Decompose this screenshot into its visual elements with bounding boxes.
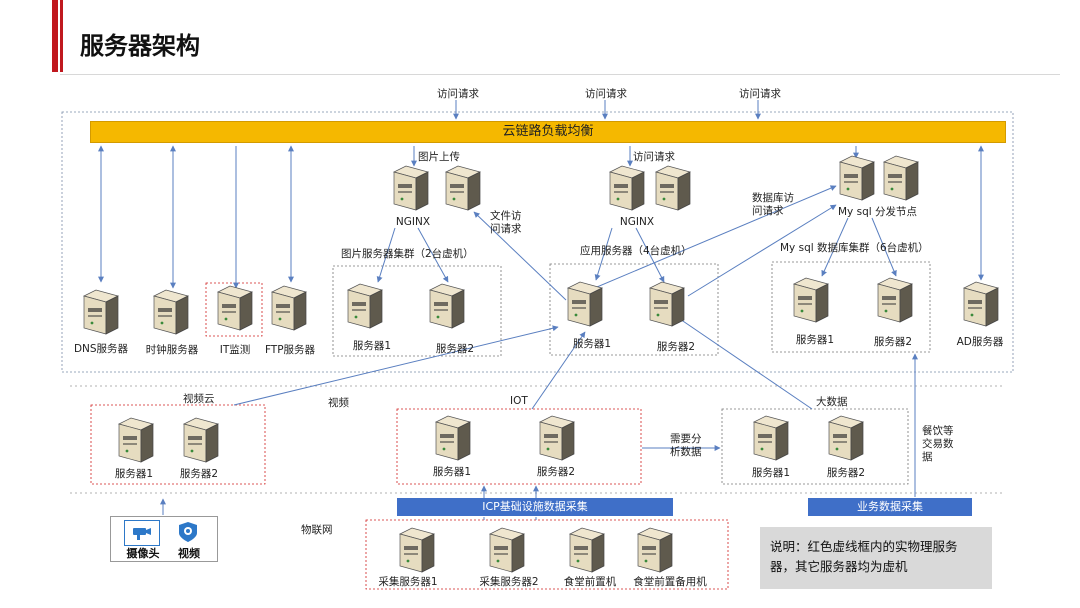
iot-label: IOT	[510, 395, 528, 407]
camera-icon	[124, 520, 160, 546]
iot-server2-label: 服务器2	[536, 466, 576, 478]
mysql-node-label: My sql 分发节点	[838, 206, 918, 218]
db-server1-label: 服务器1	[795, 334, 835, 346]
ftp-server-icon	[271, 285, 307, 331]
video-cloud-server1-label: 服务器1	[114, 468, 154, 480]
it-monitor-label: IT监测	[219, 344, 251, 356]
access-request-label-1: 访问请求	[437, 88, 479, 100]
app-server1-label: 服务器1	[572, 338, 612, 350]
dns-server-label: DNS服务器	[73, 343, 129, 355]
canteen-backup-label: 食堂前置备用机	[633, 576, 707, 588]
mysql-node-server-icon-b	[883, 155, 919, 201]
bigdata-label: 大数据	[816, 396, 848, 408]
iot-network-label: 物联网	[301, 524, 333, 536]
video-device-label: 视频	[178, 547, 200, 560]
title-accent-bar-thin	[60, 0, 63, 72]
image-server1-label: 服务器1	[352, 340, 392, 352]
camera-video-box	[110, 516, 218, 562]
canteen-server-icon	[569, 527, 605, 573]
icp-collection-bar: ICP基础设施数据采集	[397, 498, 673, 516]
collect-server2-label: 采集服务器2	[479, 576, 539, 588]
catering-data-label: 餐饮等交易数据	[922, 425, 954, 463]
load-balancer-bar: 云链路负载均衡	[90, 121, 1006, 143]
image-server2-icon	[429, 283, 465, 329]
nginx1-label: NGINX	[395, 216, 431, 228]
it-monitor-server-icon	[217, 285, 253, 331]
collect-server2-icon	[489, 527, 525, 573]
bigdata-server1-icon	[753, 415, 789, 461]
bigdata-server1-label: 服务器1	[751, 467, 791, 479]
clock-server-label: 时钟服务器	[145, 344, 199, 356]
collect-server1-label: 采集服务器1	[378, 576, 438, 588]
db-access-label: 数据库访问请求	[752, 192, 794, 217]
collect-server1-icon	[399, 527, 435, 573]
file-access-label: 文件访问请求	[490, 210, 522, 235]
video-cloud-frame	[90, 404, 266, 485]
app-cluster-frame	[549, 263, 719, 356]
note-box: 说明：红色虚线框内的实物理服务器，其它服务器均为虚机	[760, 527, 992, 589]
db-server1-icon	[793, 277, 829, 323]
page-title: 服务器架构	[80, 32, 200, 60]
nginx2-server-icon-a	[609, 165, 645, 211]
app-server1-icon	[567, 281, 603, 327]
access-request-label-3: 访问请求	[739, 88, 781, 100]
video-cloud-label: 视频云	[183, 393, 215, 405]
image-cluster-label: 图片服务器集群（2台虚机）	[341, 248, 474, 260]
business-collection-bar: 业务数据采集	[808, 498, 972, 516]
title-divider	[60, 74, 1060, 75]
app-server2-label: 服务器2	[656, 341, 696, 353]
cloud-frame	[61, 111, 1014, 373]
mysql-node-server-icon-a	[839, 155, 875, 201]
db-server2-icon	[877, 277, 913, 323]
mysql-cluster-label: My sql 数据库集群（6台虚机）	[780, 242, 929, 254]
image-server1-icon	[347, 283, 383, 329]
app-server2-icon	[649, 281, 685, 327]
video-icon	[176, 520, 200, 544]
app-cluster-label: 应用服务器（4台虚机）	[580, 245, 692, 257]
iot-frame	[396, 408, 642, 485]
canteen-server-label: 食堂前置机	[563, 576, 617, 588]
image-cluster-frame	[332, 265, 502, 357]
iot-server1-icon	[435, 415, 471, 461]
video-cloud-server2-label: 服务器2	[179, 468, 219, 480]
video-cloud-server1-icon	[118, 417, 154, 463]
nginx1-server-icon-b	[445, 165, 481, 211]
ad-server-label: AD服务器	[956, 336, 1004, 348]
nginx2-label: NGINX	[619, 216, 655, 228]
clock-server-icon	[153, 289, 189, 335]
video-cloud-server2-icon	[183, 417, 219, 463]
dns-server-icon	[83, 289, 119, 335]
ad-server-icon	[963, 281, 999, 327]
nginx1-server-icon-a	[393, 165, 429, 211]
title-accent-bar	[52, 0, 58, 72]
ftp-server-label: FTP服务器	[264, 344, 316, 356]
nginx2-server-icon-b	[655, 165, 691, 211]
bigdata-server2-label: 服务器2	[826, 467, 866, 479]
access-request-label-2: 访问请求	[585, 88, 627, 100]
db-server2-label: 服务器2	[873, 336, 913, 348]
image-server2-label: 服务器2	[435, 343, 475, 355]
video-label: 视频	[328, 397, 349, 409]
access-request-nginx2-label: 访问请求	[633, 151, 675, 163]
camera-label: 摄像头	[126, 547, 160, 560]
bigdata-server2-icon	[828, 415, 864, 461]
image-upload-label: 图片上传	[418, 151, 460, 163]
canteen-backup-server-icon	[637, 527, 673, 573]
collect-frame	[365, 519, 729, 590]
need-analyze-label: 需要分析数据	[670, 433, 702, 458]
bigdata-frame	[721, 408, 909, 485]
iot-server2-icon	[539, 415, 575, 461]
iot-server1-label: 服务器1	[432, 466, 472, 478]
